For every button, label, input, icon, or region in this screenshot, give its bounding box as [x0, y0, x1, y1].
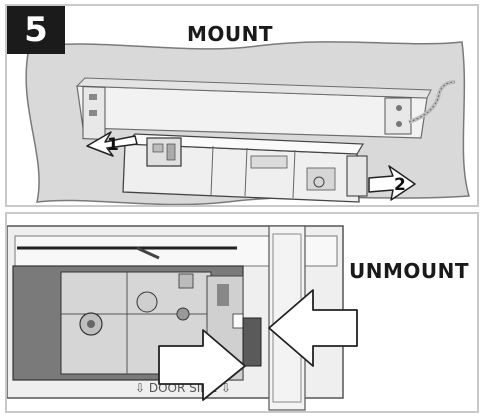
push-arrow-right: [158, 329, 246, 401]
mount-panel: 5 MOUNT 1 2: [5, 4, 479, 207]
mount-title: MOUNT: [187, 22, 274, 46]
callout-1-label: 1: [107, 135, 119, 155]
unmount-panel: UNMOUNT ⇩ DOOR SIDE ⇩: [5, 212, 479, 413]
step-number-badge: 5: [7, 6, 65, 54]
release-latch: [242, 317, 262, 367]
unmount-title: UNMOUNT: [349, 259, 470, 283]
unmount-illustration: ⇩ DOOR SIDE ⇩: [7, 225, 358, 411]
callout-2-label: 2: [394, 175, 406, 195]
push-arrow-1: [86, 131, 138, 157]
cable: [408, 80, 456, 124]
mount-illustration: 1 2: [25, 41, 470, 205]
push-arrow-left: [268, 289, 358, 367]
slide-arrow-2: [368, 165, 416, 201]
